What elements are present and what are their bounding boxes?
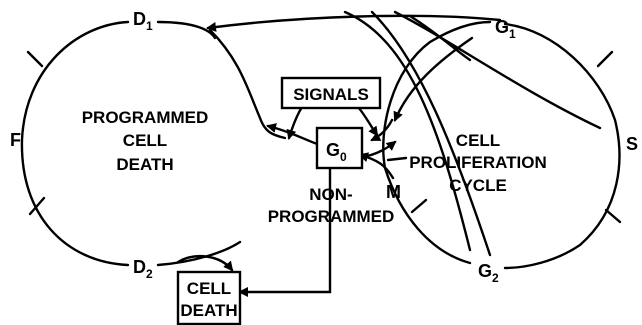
phase-m-label: M [386, 182, 401, 202]
phase-d2-sub: 2 [146, 267, 153, 281]
signals-label: SIGNALS [293, 85, 369, 104]
non-programmed-line-1: NON- [309, 185, 352, 204]
programmed-cell-death-loop [20, 20, 287, 267]
phase-s-label: S [626, 134, 638, 154]
phase-d2-main: D [133, 257, 146, 277]
phase-g1-label: G1 [495, 17, 516, 41]
left-loop-title-line-2: CELL [123, 131, 167, 150]
g0-box [315, 126, 364, 170]
phase-d1-label: D1 [133, 9, 153, 33]
left-loop-title-line-1: PROGRAMMED [82, 108, 209, 127]
phase-g2-main: G [478, 261, 492, 281]
g0-label: G0 [326, 140, 347, 164]
cell-death-line-2: DEATH [180, 301, 237, 320]
g0-main: G [326, 140, 340, 160]
g0-sub: 0 [340, 150, 347, 164]
phase-g2-label: G2 [478, 261, 499, 285]
cell-death-line-1: CELL [187, 279, 231, 298]
phase-f-label: F [10, 130, 21, 150]
non-programmed-line-2: PROGRAMMED [268, 207, 395, 226]
phase-d1-sub: 1 [146, 19, 153, 33]
connector-arrows [176, 10, 602, 297]
signals-box [280, 76, 382, 110]
phase-g1-sub: 1 [509, 27, 516, 41]
left-loop-title-line-3: DEATH [116, 155, 173, 174]
phase-d1-main: D [133, 9, 146, 29]
right-loop-title-line-3: CYCLE [449, 176, 507, 195]
cell-death-box [176, 270, 242, 325]
phase-d2-label: D2 [133, 257, 153, 281]
right-loop-title-line-1: CELL [456, 131, 500, 150]
cell-proliferation-cycle-loop [382, 20, 622, 270]
right-loop-title-line-2: PROLIFERATION [409, 153, 547, 172]
phase-g2-sub: 2 [492, 271, 499, 285]
phase-g1-main: G [495, 17, 509, 37]
